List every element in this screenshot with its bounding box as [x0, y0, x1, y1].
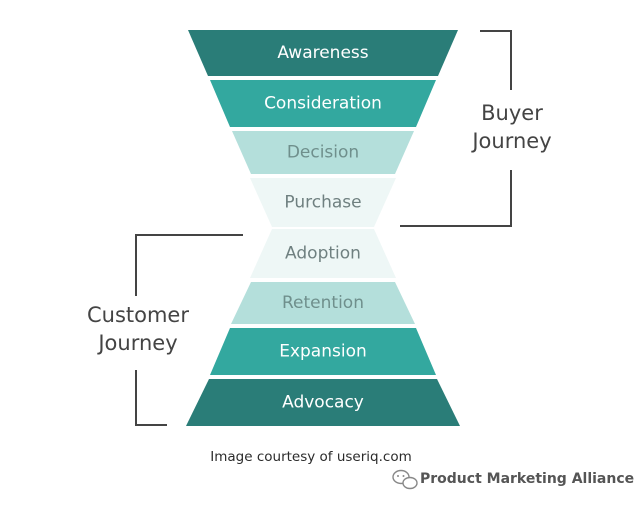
customer-journey-label-line2: Journey [96, 331, 177, 355]
buyer-journey-label-line1: Buyer [481, 101, 543, 125]
stage-awareness-shape [188, 30, 458, 76]
buyer-journey-bracket [400, 30, 512, 227]
stage-retention-shape [231, 282, 415, 324]
stage-expansion-label: Expansion [279, 342, 367, 362]
stage-adoption-shape [250, 229, 396, 278]
stage-decision-shape [232, 131, 414, 174]
watermark-text: Product Marketing Alliance [420, 471, 634, 487]
funnel-stages: AwarenessConsiderationDecisionPurchaseAd… [186, 30, 460, 426]
customer-journey-bracket [135, 234, 243, 426]
stage-consideration-label: Consideration [264, 94, 382, 114]
stage-purchase-label: Purchase [284, 193, 361, 213]
stage-retention-label: Retention [282, 293, 364, 313]
stage-consideration-shape [210, 80, 436, 127]
stage-expansion-shape [210, 328, 436, 375]
stage-awareness-label: Awareness [277, 43, 368, 63]
image-caption: Image courtesy of useriq.com [210, 449, 411, 465]
stage-adoption-label: Adoption [285, 244, 361, 264]
watermark: Product Marketing Alliance [392, 469, 634, 490]
buyer-journey-label-line2: Journey [470, 129, 551, 153]
customer-journey-label-line1: Customer [87, 303, 189, 327]
stage-advocacy-label: Advocacy [282, 393, 364, 413]
stage-purchase-shape [250, 178, 396, 227]
stage-decision-label: Decision [287, 143, 359, 163]
wechat-icon [392, 469, 418, 490]
stage-advocacy-shape [186, 379, 460, 426]
